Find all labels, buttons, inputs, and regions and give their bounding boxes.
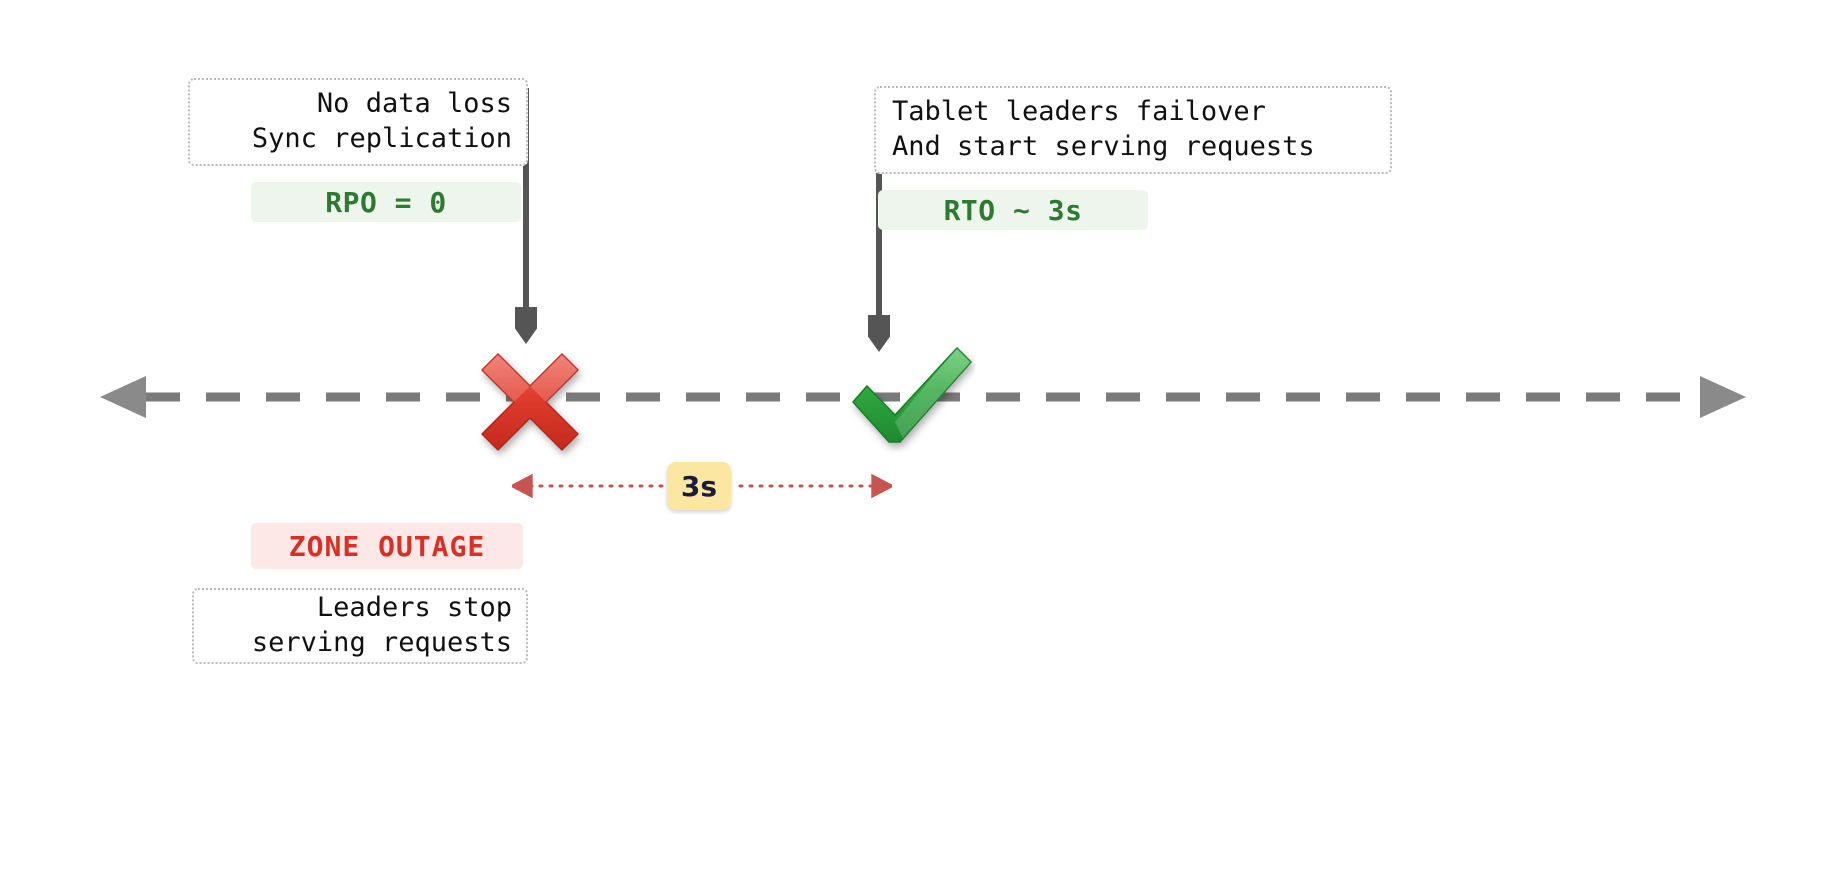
badge-rpo: RPO = 0 — [251, 182, 521, 222]
badge-zone-outage: ZONE OUTAGE — [251, 523, 523, 569]
badge-rto: RTO ~ 3s — [878, 190, 1148, 230]
badge-zone-outage-text: ZONE OUTAGE — [288, 529, 486, 563]
check-mark-icon — [852, 347, 972, 443]
note-leaders-stop-text: Leaders stop serving requests — [251, 592, 512, 658]
arrow-left-icon — [100, 376, 146, 418]
badge-duration: 3s — [667, 462, 731, 510]
note-leaders-stop: Leaders stop serving requests — [192, 588, 528, 664]
cross-mark-icon — [481, 353, 579, 451]
badge-duration-text: 3s — [680, 469, 718, 503]
note-no-data-loss-text: No data loss Sync replication — [251, 88, 512, 154]
badge-rto-text: RTO ~ 3s — [943, 193, 1083, 227]
note-tablet-failover: Tablet leaders failover And start servin… — [874, 86, 1392, 174]
arrow-right-icon — [1700, 376, 1746, 418]
note-tablet-failover-text: Tablet leaders failover And start servin… — [892, 96, 1315, 162]
note-no-data-loss: No data loss Sync replication — [188, 78, 528, 166]
duration-measure-arrows — [512, 473, 892, 499]
badge-rpo-text: RPO = 0 — [325, 185, 447, 219]
timeline-axis — [100, 376, 1746, 418]
